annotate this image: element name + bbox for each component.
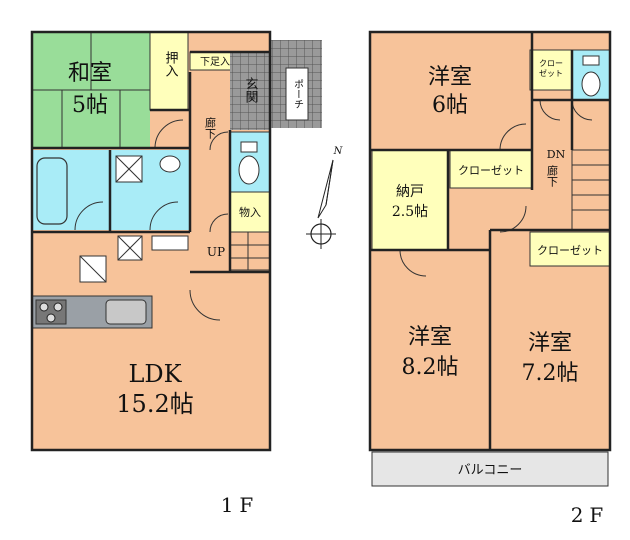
nando-label: 納戸 [396, 184, 424, 200]
small-closet-label: クローゼット [539, 59, 563, 78]
ldk-size-label: 15.2帖 [116, 390, 193, 418]
genkan-entrance [230, 52, 270, 130]
stairs-2f [571, 149, 611, 231]
youshitsu-a-label: 洋室 [428, 65, 472, 90]
small-closet [529, 49, 573, 91]
porch-label: ポーチ [292, 79, 304, 109]
shitaashiire-label: 下足入 [200, 56, 230, 68]
genkan-label: 玄関 [243, 77, 259, 104]
ldk-label: LDK [128, 360, 182, 388]
youshitsu-b-label: 洋室 [408, 325, 452, 350]
closet-a-label: クローゼット [458, 164, 524, 177]
rouka-1f-label: 廊下 [204, 116, 217, 140]
floor1-label: 1F [221, 493, 260, 517]
toilet-icon [238, 155, 260, 185]
floor-1 [30, 30, 322, 452]
balcony-label: バルコニー [458, 463, 523, 478]
bathtub-icon [36, 157, 68, 225]
youshitsu-a-size-label: 6帖 [432, 93, 468, 118]
washitsu-label: 和室 [68, 61, 112, 86]
balcony-area [371, 451, 609, 487]
nando-storage [371, 149, 449, 251]
bathroom [32, 150, 110, 230]
nando-size-label: 2.5帖 [392, 204, 428, 220]
cupboard-icon [151, 235, 189, 251]
sink-icon [159, 155, 181, 173]
oshiire-label: 押入 [163, 51, 179, 77]
compass [306, 159, 336, 249]
stairs-1f [229, 231, 271, 271]
washitsu-size-label: 5帖 [72, 93, 108, 118]
toilet-2f-icon [581, 71, 601, 97]
youshitsu-c-size-label: 7.2帖 [522, 361, 579, 386]
monoire-label: 物入 [239, 205, 261, 219]
closet-b [529, 231, 611, 267]
dn-label: DN [547, 148, 566, 161]
floor-2 [368, 30, 612, 487]
rouka-2f-label: 廊下 [546, 164, 559, 188]
up-label: UP [207, 245, 225, 259]
porch-label-box [285, 67, 309, 121]
kitchen-sink-icon [105, 299, 147, 325]
youshitsu-b-size-label: 8.2帖 [402, 355, 459, 380]
hallway-1f [190, 72, 230, 272]
closet-b-label: クローゼット [537, 244, 603, 257]
north-arrow-icon [317, 159, 334, 219]
floor2-label: 2F [571, 503, 610, 527]
north-label: N [333, 146, 344, 157]
youshitsu-c-label: 洋室 [528, 331, 572, 356]
